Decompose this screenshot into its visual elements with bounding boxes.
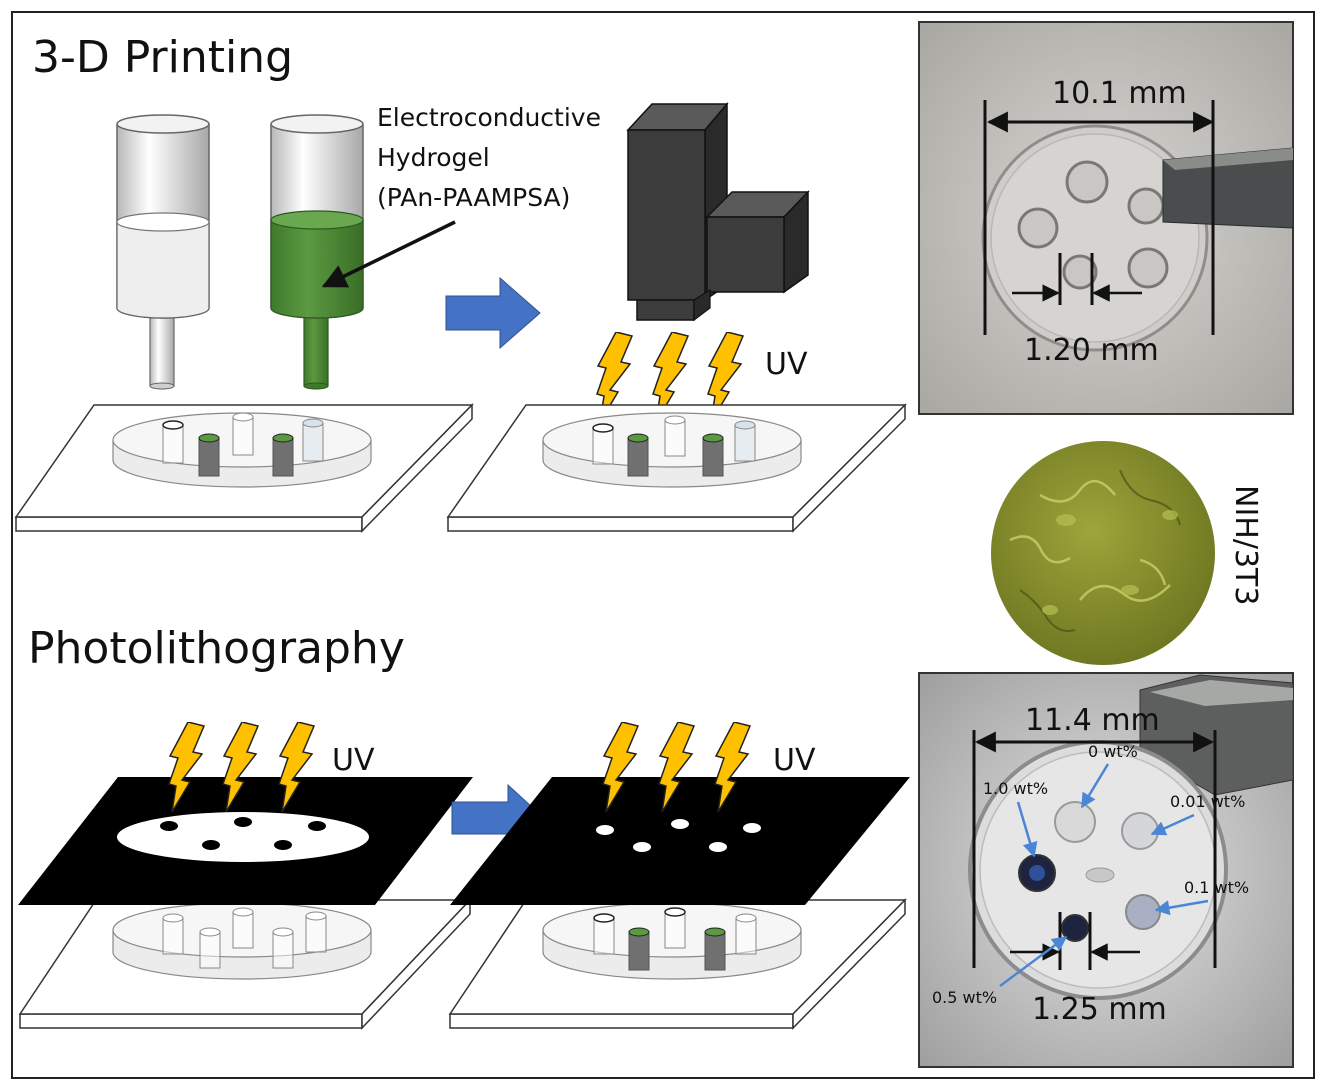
well-label-top: 1.20 mm	[1024, 333, 1159, 368]
conc-label-001: 0.01 wt%	[1170, 792, 1245, 811]
top-title: 3-D Printing	[32, 32, 293, 83]
conc-pointer	[1016, 801, 1038, 858]
hydrogel-label-line2: Hydrogel	[377, 143, 490, 172]
plate-bottom-left	[18, 898, 472, 1030]
hydrogel-pointer-arrow	[321, 220, 456, 288]
uv-label-bottom-right: UV	[773, 743, 816, 778]
conc-label-0: 0 wt%	[1088, 742, 1138, 761]
diameter-label-top: 10.1 mm	[1052, 76, 1187, 111]
hydrogel-label-line1: Electroconductive	[377, 103, 601, 132]
plate-bottom-right	[448, 898, 907, 1030]
syringe-clear	[116, 114, 210, 390]
plate-top-left	[14, 403, 474, 533]
conc-pointer	[1154, 899, 1209, 916]
syringe-hydrogel	[270, 114, 364, 390]
outer-frame	[11, 11, 1315, 1079]
bottom-title: Photolithography	[28, 623, 405, 674]
conc-pointer	[1080, 763, 1110, 809]
printer-head	[626, 101, 810, 322]
well-label-bottom: 1.25 mm	[1032, 992, 1167, 1027]
diameter-label-bottom: 11.4 mm	[1025, 703, 1160, 738]
hydrogel-label-line3: (PAn-PAAMPSA)	[377, 183, 570, 212]
process-arrow-top	[445, 276, 541, 350]
conc-pointer	[999, 935, 1068, 988]
photomask-left	[18, 777, 473, 905]
plate-top-right	[446, 403, 907, 533]
photomask-right	[450, 777, 910, 905]
conc-label-1: 1.0 wt%	[983, 779, 1048, 798]
uv-label-top: UV	[765, 347, 808, 382]
cell-line-label: NIH/3T3	[1228, 485, 1263, 605]
conc-label-05: 0.5 wt%	[932, 988, 997, 1007]
conc-label-01: 0.1 wt%	[1184, 878, 1249, 897]
conc-pointer	[1150, 813, 1195, 836]
uv-label-bottom-left: UV	[332, 743, 375, 778]
cell-micrograph	[991, 441, 1215, 665]
photo-printed-construct	[918, 21, 1294, 415]
